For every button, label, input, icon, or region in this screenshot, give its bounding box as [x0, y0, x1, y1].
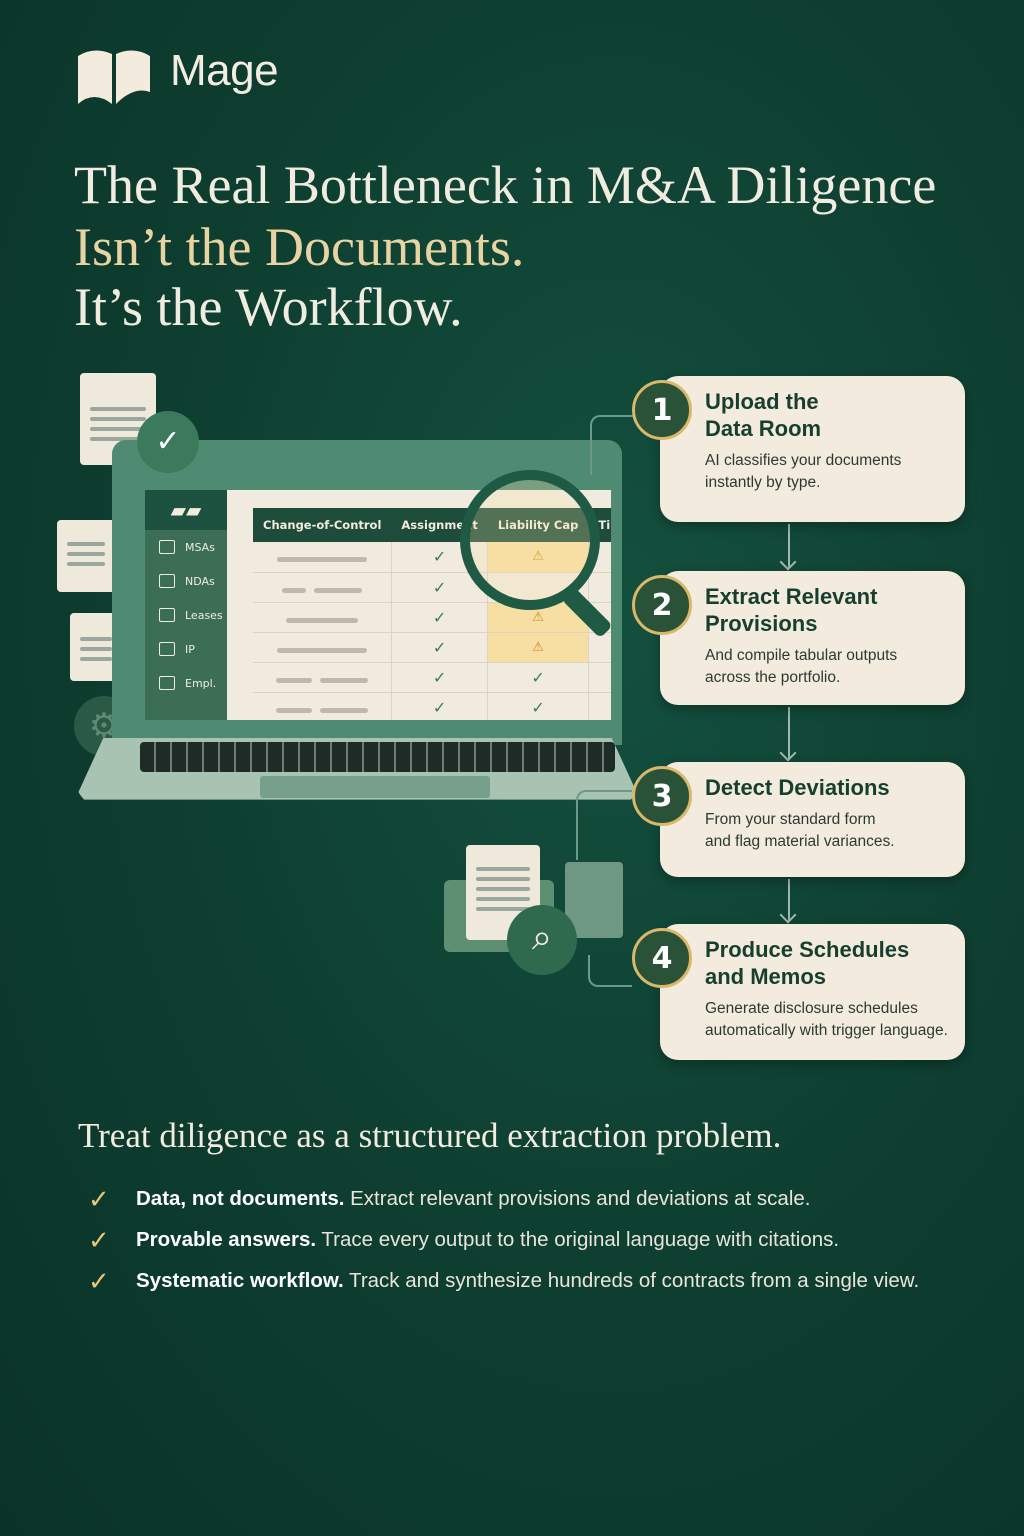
headline-line-1: The Real Bottleneck in M&A Diligence — [74, 155, 937, 215]
connector-line — [590, 415, 634, 475]
check-icon: ✓ — [487, 692, 589, 720]
step-number-badge: 2 — [632, 575, 692, 635]
magnifier-icon — [460, 470, 600, 610]
check-icon: ✓ — [88, 1184, 110, 1214]
step-number-badge: 3 — [632, 766, 692, 826]
sidebar-item-label: IP — [185, 642, 195, 656]
summary-bullet: ✓Provable answers. Trace every output to… — [88, 1225, 840, 1255]
headline-line-2: Isn’t the Documents. — [74, 217, 525, 277]
sidebar-item-label: Leases — [185, 608, 223, 622]
sidebar-item[interactable]: NDAs — [145, 564, 227, 598]
check-box-icon — [159, 574, 175, 588]
summary-heading: Treat diligence as a structured extracti… — [78, 1116, 782, 1155]
step-number-badge: 1 — [632, 380, 692, 440]
connector-line — [576, 790, 632, 860]
summary-bullets: ✓Data, not documents. Extract relevant p… — [88, 1186, 968, 1294]
check-icon: ✓ — [391, 662, 489, 693]
check-badge-icon: ✓ — [137, 411, 199, 473]
search-icon: ⌕ — [507, 905, 577, 975]
sidebar-item[interactable]: IP — [145, 632, 227, 666]
flow-arrow — [788, 524, 790, 568]
step-title: Detect Deviations — [705, 775, 890, 800]
table-row[interactable]: ✓✓ — [253, 692, 611, 720]
plus-icon — [159, 676, 175, 690]
brand-name: Mage — [170, 46, 279, 95]
sidebar-item-label: NDAs — [185, 574, 215, 588]
sidebar-item[interactable]: MSAs — [145, 530, 227, 564]
image-icon — [159, 608, 175, 622]
flow-arrow — [788, 707, 790, 759]
check-icon: ✓ — [391, 632, 489, 663]
warning-icon: ⚠ — [487, 632, 589, 663]
check-icon: ✓ — [487, 662, 589, 693]
sidebar-item-label: Empl. — [185, 676, 217, 690]
flow-arrow — [788, 879, 790, 921]
step-number-badge: 4 — [632, 928, 692, 988]
sidebar-item-label: MSAs — [185, 540, 215, 554]
headline-line-3: It’s the Workflow. — [74, 277, 463, 337]
check-icon: ✓ — [88, 1266, 110, 1296]
square-icon — [159, 642, 175, 656]
check-icon: ✓ — [391, 692, 489, 720]
step-card-3: Detect Deviations From your standard for… — [660, 762, 965, 877]
sidebar-item[interactable]: Leases — [145, 598, 227, 632]
check-icon: ✓ — [88, 1225, 110, 1255]
table-row[interactable]: ✓✓ — [253, 662, 611, 693]
keyboard — [140, 742, 615, 772]
sidebar-item[interactable]: Empl. — [145, 666, 227, 700]
column-header[interactable]: Change-of-Control — [253, 508, 392, 542]
check-box-icon — [159, 540, 175, 554]
trackpad — [260, 776, 490, 798]
document-icon — [57, 520, 115, 592]
document-icon — [565, 862, 623, 938]
app-logo-icon: ▰▰ — [145, 490, 227, 530]
table-row[interactable]: ✓⚠ — [253, 632, 611, 663]
check-icon: ✓ — [391, 602, 489, 633]
summary-bullet: ✓Systematic workflow. Track and synthesi… — [88, 1266, 920, 1296]
connector-line — [588, 955, 632, 987]
summary-bullet: ✓Data, not documents. Extract relevant p… — [88, 1184, 811, 1214]
open-book-icon — [78, 50, 150, 104]
table-row[interactable]: ✓⚠ — [253, 602, 611, 633]
